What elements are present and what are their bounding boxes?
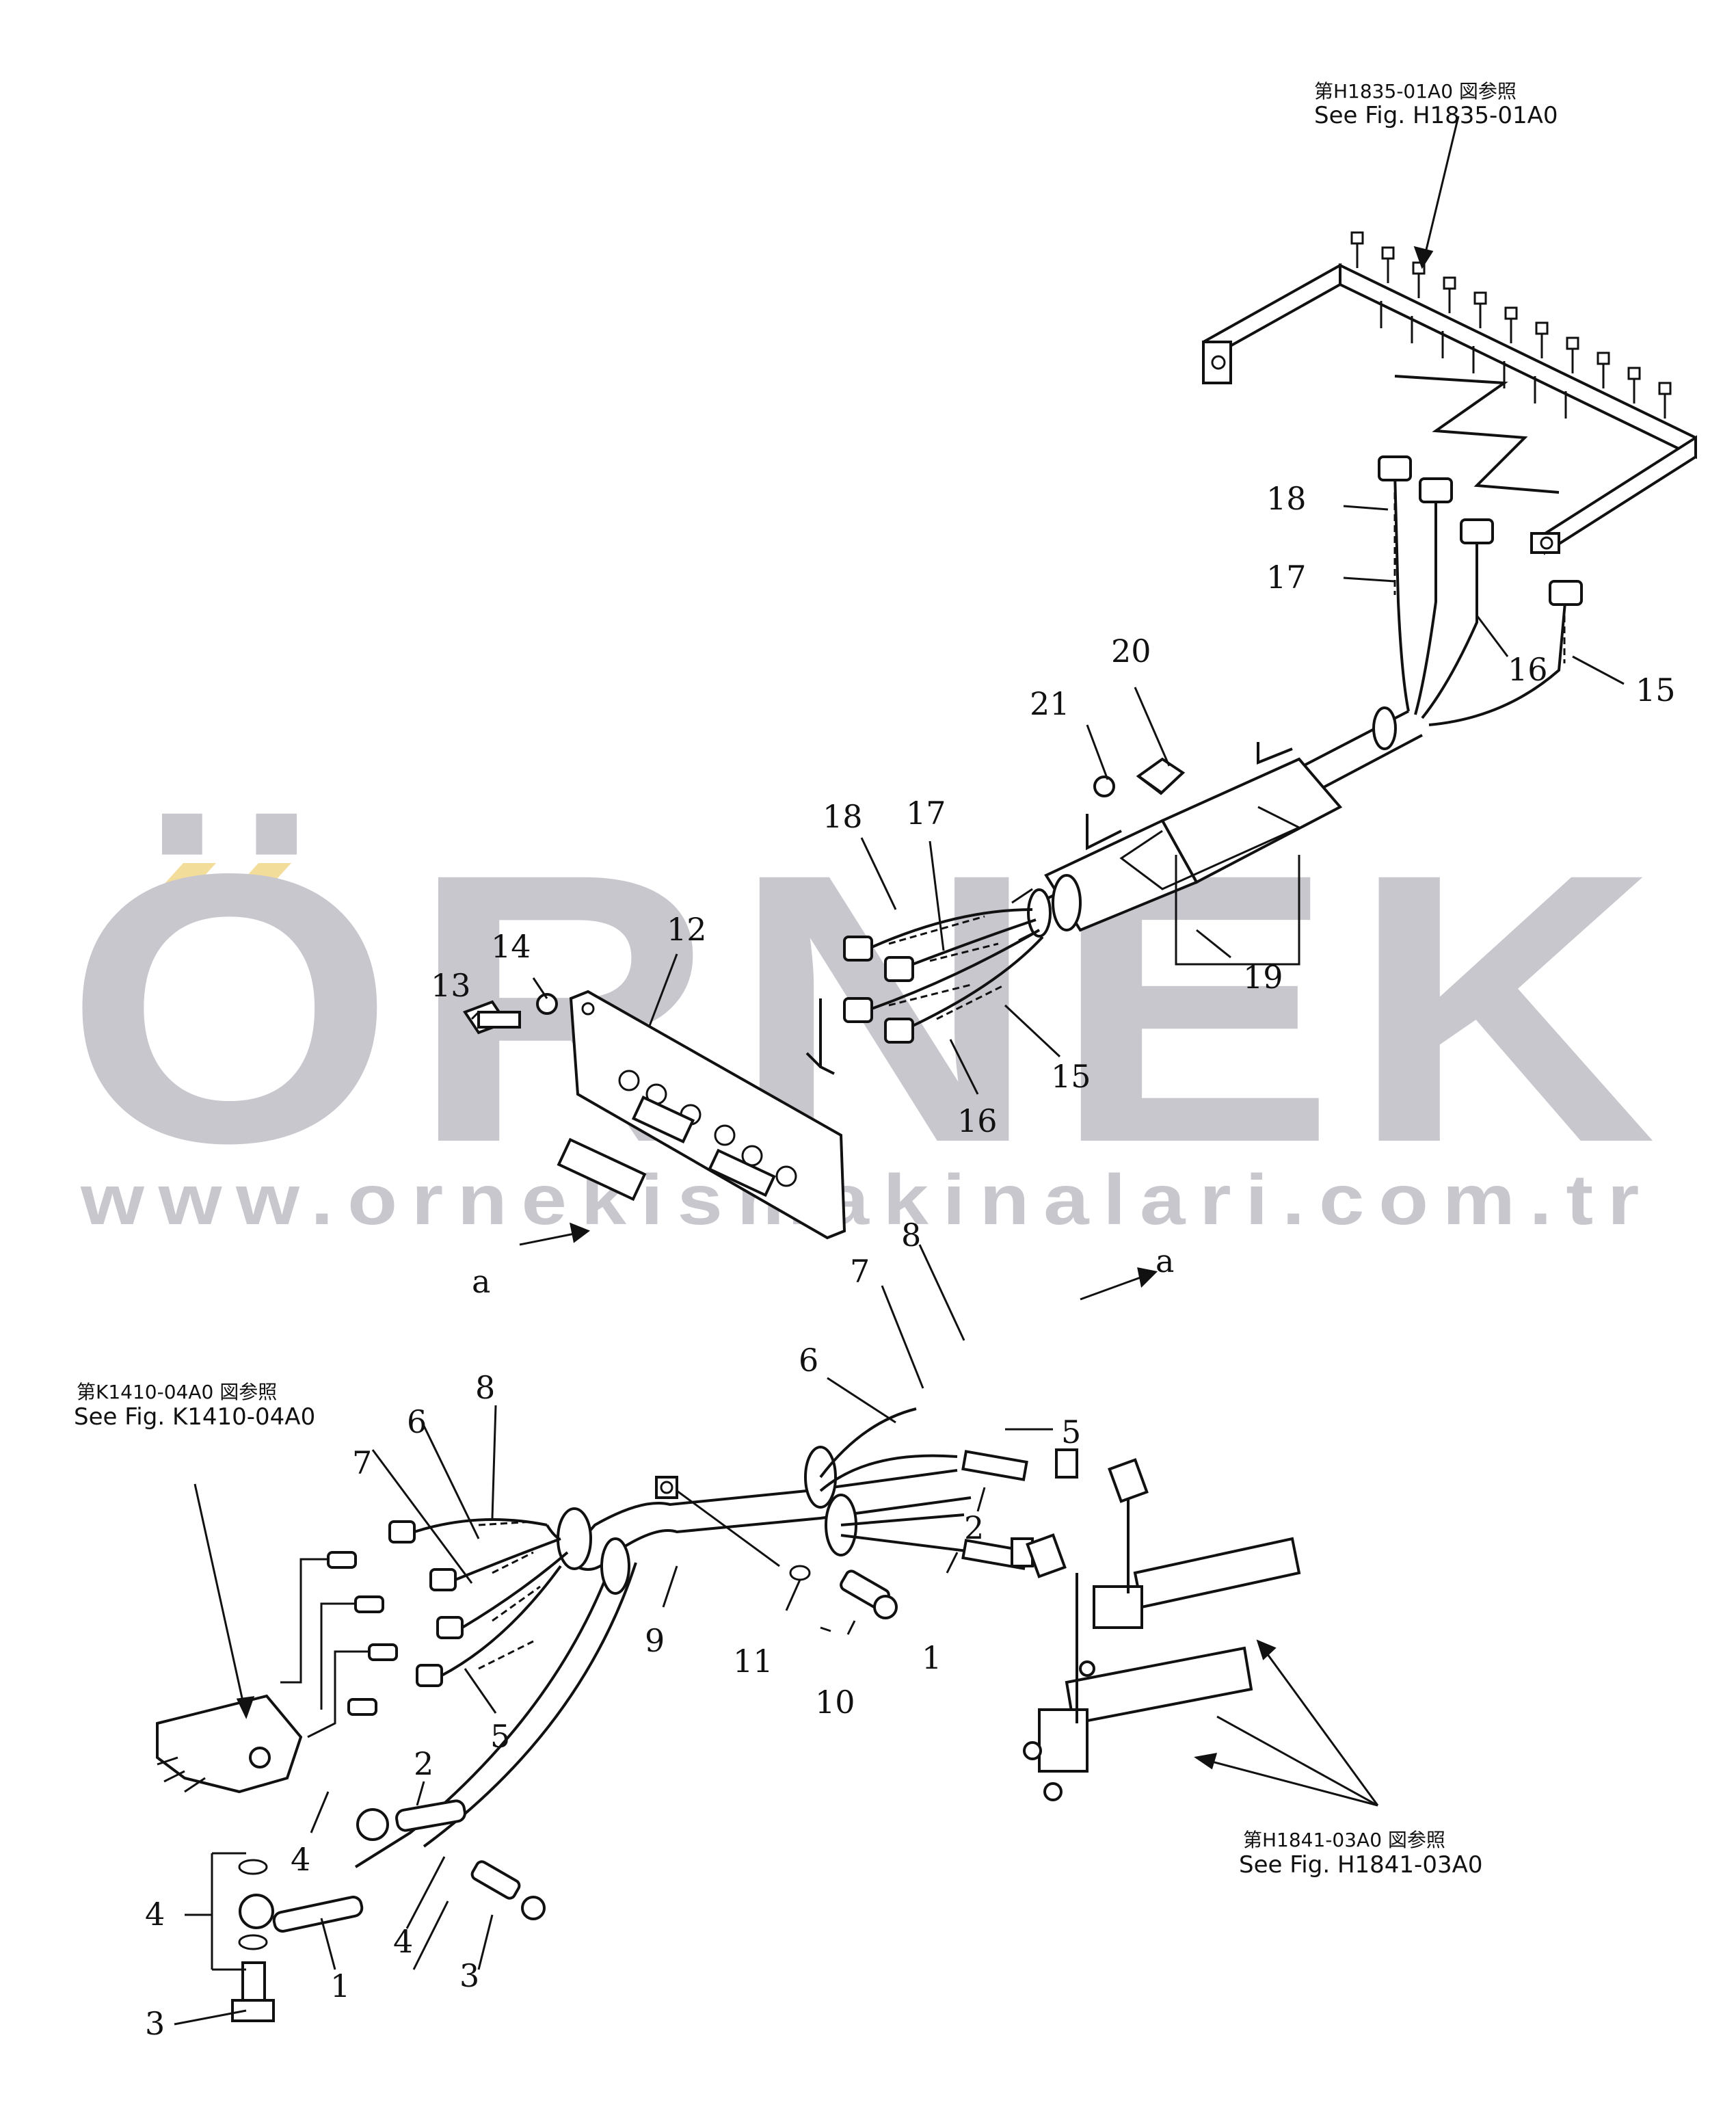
leader-lines	[174, 116, 1625, 2026]
callout-4: 4	[145, 1896, 165, 1933]
callout-15: 15	[1051, 1058, 1091, 1095]
watermark-accent-left	[150, 863, 216, 899]
reference-note-h1841: 第H1841-03A0 図参照 See Fig. H1841-03A0	[1239, 1829, 1482, 1879]
ref-jp-h1841: 第H1841-03A0 図参照	[1243, 1829, 1445, 1851]
watermark-accent-right	[226, 863, 291, 899]
callout-11: 11	[733, 1643, 773, 1680]
callout-2: 2	[414, 1745, 433, 1782]
callout-4: 4	[291, 1841, 310, 1878]
callout-1: 1	[330, 1967, 350, 2004]
callout-19: 19	[1243, 959, 1283, 996]
harness-upper	[1011, 706, 1423, 966]
callout-13: 13	[431, 967, 471, 1004]
callout-a: a	[1156, 1243, 1174, 1280]
callout-3: 3	[145, 2005, 165, 2042]
callouts: 18 17 16 15 20 21 18 17 12 14 13 16 15 1…	[145, 480, 1676, 2042]
callout-21: 21	[1030, 685, 1070, 722]
watermark-url: www.ornekismakinalari.com.tr	[80, 1161, 1653, 1240]
callout-5: 5	[490, 1718, 510, 1755]
callout-8: 8	[475, 1369, 495, 1406]
callout-a: a	[472, 1263, 490, 1300]
callout-17: 17	[1266, 559, 1307, 596]
callout-17: 17	[906, 795, 946, 832]
ref-jp-h1835: 第H1835-01A0 図参照	[1314, 80, 1517, 103]
ref-jp-k1410: 第K1410-04A0 図参照	[77, 1381, 277, 1403]
callout-6: 6	[799, 1342, 818, 1379]
reference-note-h1835: 第H1835-01A0 図参照 See Fig. H1835-01A0	[1314, 80, 1558, 129]
callout-12: 12	[667, 911, 707, 948]
callout-4: 4	[393, 1923, 413, 1960]
harness-lower	[239, 1407, 1078, 1933]
callout-16: 16	[1508, 651, 1548, 688]
callout-18: 18	[1266, 480, 1307, 517]
callout-10: 10	[815, 1684, 855, 1721]
manifold-block	[1202, 231, 1697, 555]
bracket-plate	[462, 908, 1044, 1240]
callout-5: 5	[1061, 1414, 1081, 1450]
callout-16: 16	[957, 1102, 998, 1139]
ref-en-h1841: See Fig. H1841-03A0	[1239, 1851, 1482, 1879]
callout-7: 7	[352, 1444, 372, 1481]
callout-3: 3	[459, 1957, 479, 1994]
callout-9: 9	[645, 1622, 665, 1659]
callout-15: 15	[1635, 672, 1676, 708]
callout-2: 2	[964, 1509, 984, 1546]
ref-en-h1835: See Fig. H1835-01A0	[1314, 102, 1558, 129]
callout-20: 20	[1111, 633, 1151, 670]
hose-set-upper	[1378, 455, 1583, 726]
pipes-lower-right	[1023, 1458, 1301, 1801]
callout-14: 14	[491, 928, 531, 965]
hose-set-lower-left	[156, 1518, 569, 2022]
reference-note-k1410: 第K1410-04A0 図参照 See Fig. K1410-04A0	[74, 1381, 315, 1431]
callout-7: 7	[850, 1253, 870, 1290]
callout-8: 8	[901, 1217, 921, 1254]
callout-6: 6	[407, 1403, 427, 1440]
callout-1: 1	[922, 1639, 942, 1676]
ref-en-k1410: See Fig. K1410-04A0	[74, 1403, 315, 1431]
callout-18: 18	[823, 798, 863, 835]
